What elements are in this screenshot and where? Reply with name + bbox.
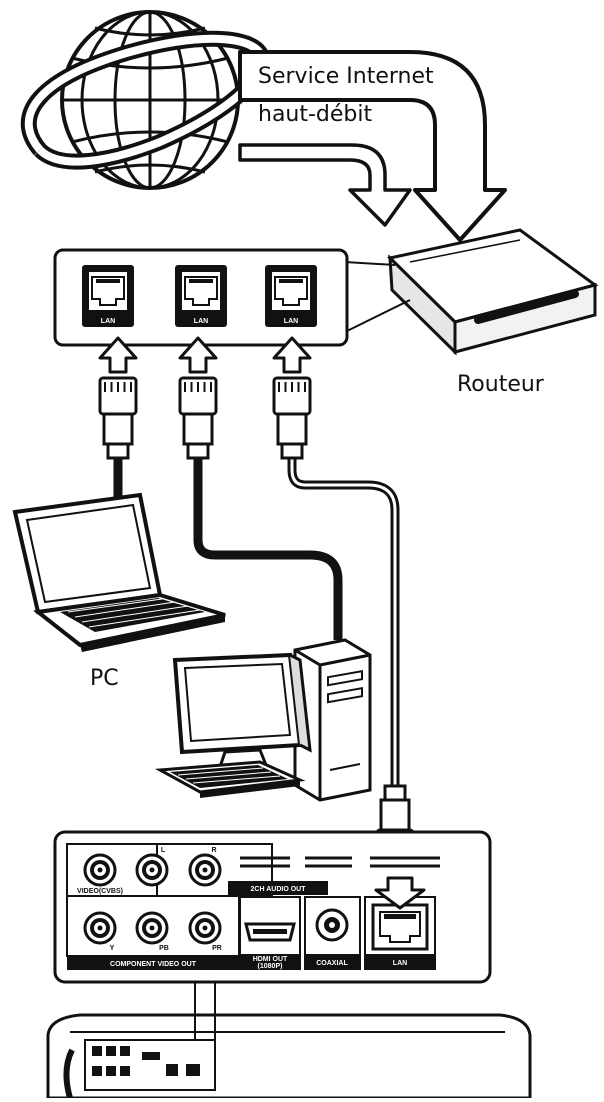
player-port-arrow xyxy=(374,876,426,910)
globe-icon xyxy=(20,10,270,190)
y-label: Y xyxy=(110,945,115,952)
router-callout xyxy=(344,261,411,333)
laptop-icon xyxy=(12,492,226,652)
internet-service-label: Service Internet xyxy=(258,64,434,89)
router-lan-port-label: LAN xyxy=(284,318,298,325)
coaxial-label: COAXIAL xyxy=(316,960,348,967)
router-lan-port-label: LAN xyxy=(101,318,115,325)
up-arrow-icon xyxy=(272,336,312,374)
video-label: VIDEO(CVBS) xyxy=(77,888,123,895)
rj45-plug-icon xyxy=(98,376,138,460)
component-video-out-label: COMPONENT VIDEO OUT xyxy=(110,961,197,968)
internet-arrow xyxy=(238,50,507,242)
rca-jacks: VIDEO(CVBS) L R Y PB PR xyxy=(77,847,222,952)
audio-out-label: 2CH AUDIO OUT xyxy=(251,886,307,893)
hdmi-sub-label: (1080P) xyxy=(258,963,283,970)
router-lan-port-1: LAN xyxy=(82,265,134,327)
pb-label: PB xyxy=(159,945,169,952)
internet-service-label-line2: haut-débit xyxy=(258,102,373,127)
audio-right-jack-icon xyxy=(188,853,222,887)
hdmi-out-label: HDMI OUT xyxy=(253,956,288,963)
component-pr-jack-icon xyxy=(188,911,222,945)
ethernet-cables xyxy=(113,446,400,790)
desktop-computer-icon xyxy=(154,638,372,802)
up-arrow-icon xyxy=(178,336,218,374)
component-pb-jack-icon xyxy=(135,911,169,945)
router-lan-port-2: LAN xyxy=(175,265,227,327)
video-jack-icon xyxy=(83,853,117,887)
router-device xyxy=(386,228,599,356)
router-lan-panel: LAN LAN LAN xyxy=(53,248,349,347)
player-back-panel: COMPONENT VIDEO OUT 2CH AUDIO OUT HDMI O… xyxy=(53,830,492,984)
audio-r-label: R xyxy=(211,847,216,854)
audio-left-jack-icon xyxy=(135,853,169,887)
audio-l-label: L xyxy=(161,847,166,854)
port-arrows xyxy=(98,336,312,374)
rj45-plug-icon xyxy=(178,376,218,460)
player-lan-label: LAN xyxy=(393,960,407,967)
rj45-plug-icon xyxy=(272,376,312,460)
router-lan-port-3: LAN xyxy=(265,265,317,327)
up-arrow-icon xyxy=(98,336,138,374)
pc-label: PC xyxy=(90,666,119,691)
router-lan-port-label: LAN xyxy=(194,318,208,325)
player-device xyxy=(46,982,532,1100)
pr-label: PR xyxy=(212,945,222,952)
component-y-jack-icon xyxy=(83,911,117,945)
router-label: Routeur xyxy=(457,372,544,397)
